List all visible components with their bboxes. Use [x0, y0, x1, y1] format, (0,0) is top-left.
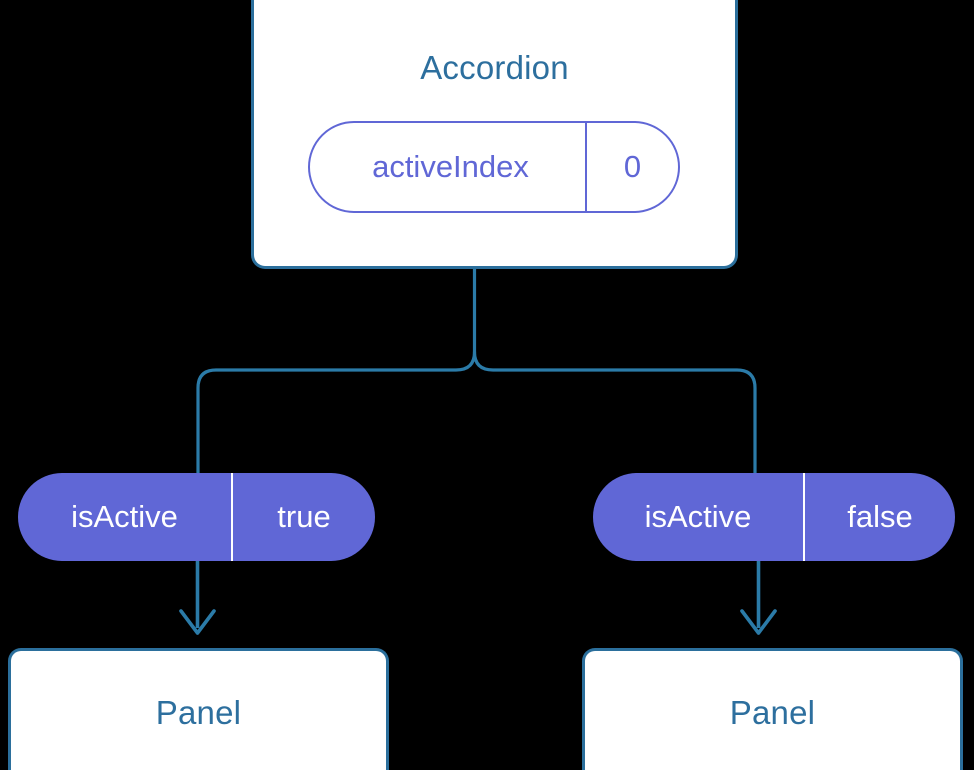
- connector-root-to-branch-right: [472, 350, 757, 475]
- accordion-title: Accordion: [420, 49, 569, 86]
- panel-component-box-right[interactable]: Panel: [582, 648, 963, 770]
- prop-pill-left-value: true: [277, 499, 331, 534]
- prop-pill-left-key: isActive: [18, 473, 233, 561]
- panel-right-title: Panel: [729, 693, 816, 731]
- state-pill-active-index[interactable]: activeIndex 0: [308, 121, 680, 213]
- arrow-left-head-icon: [179, 609, 216, 635]
- arrow-right-head-icon: [740, 609, 777, 635]
- panel-component-box-left[interactable]: Panel: [8, 648, 389, 770]
- connector-root-to-branches: [196, 266, 477, 475]
- state-pill-value: 0: [623, 149, 642, 184]
- prop-pill-left-is-active[interactable]: isActive true: [18, 473, 375, 561]
- prop-pill-right-key: isActive: [593, 473, 805, 561]
- prop-pill-right-is-active[interactable]: isActive false: [593, 473, 955, 561]
- state-pill-key: activeIndex: [310, 123, 587, 211]
- prop-pill-right-value: false: [847, 499, 913, 534]
- panel-left-title: Panel: [155, 693, 242, 731]
